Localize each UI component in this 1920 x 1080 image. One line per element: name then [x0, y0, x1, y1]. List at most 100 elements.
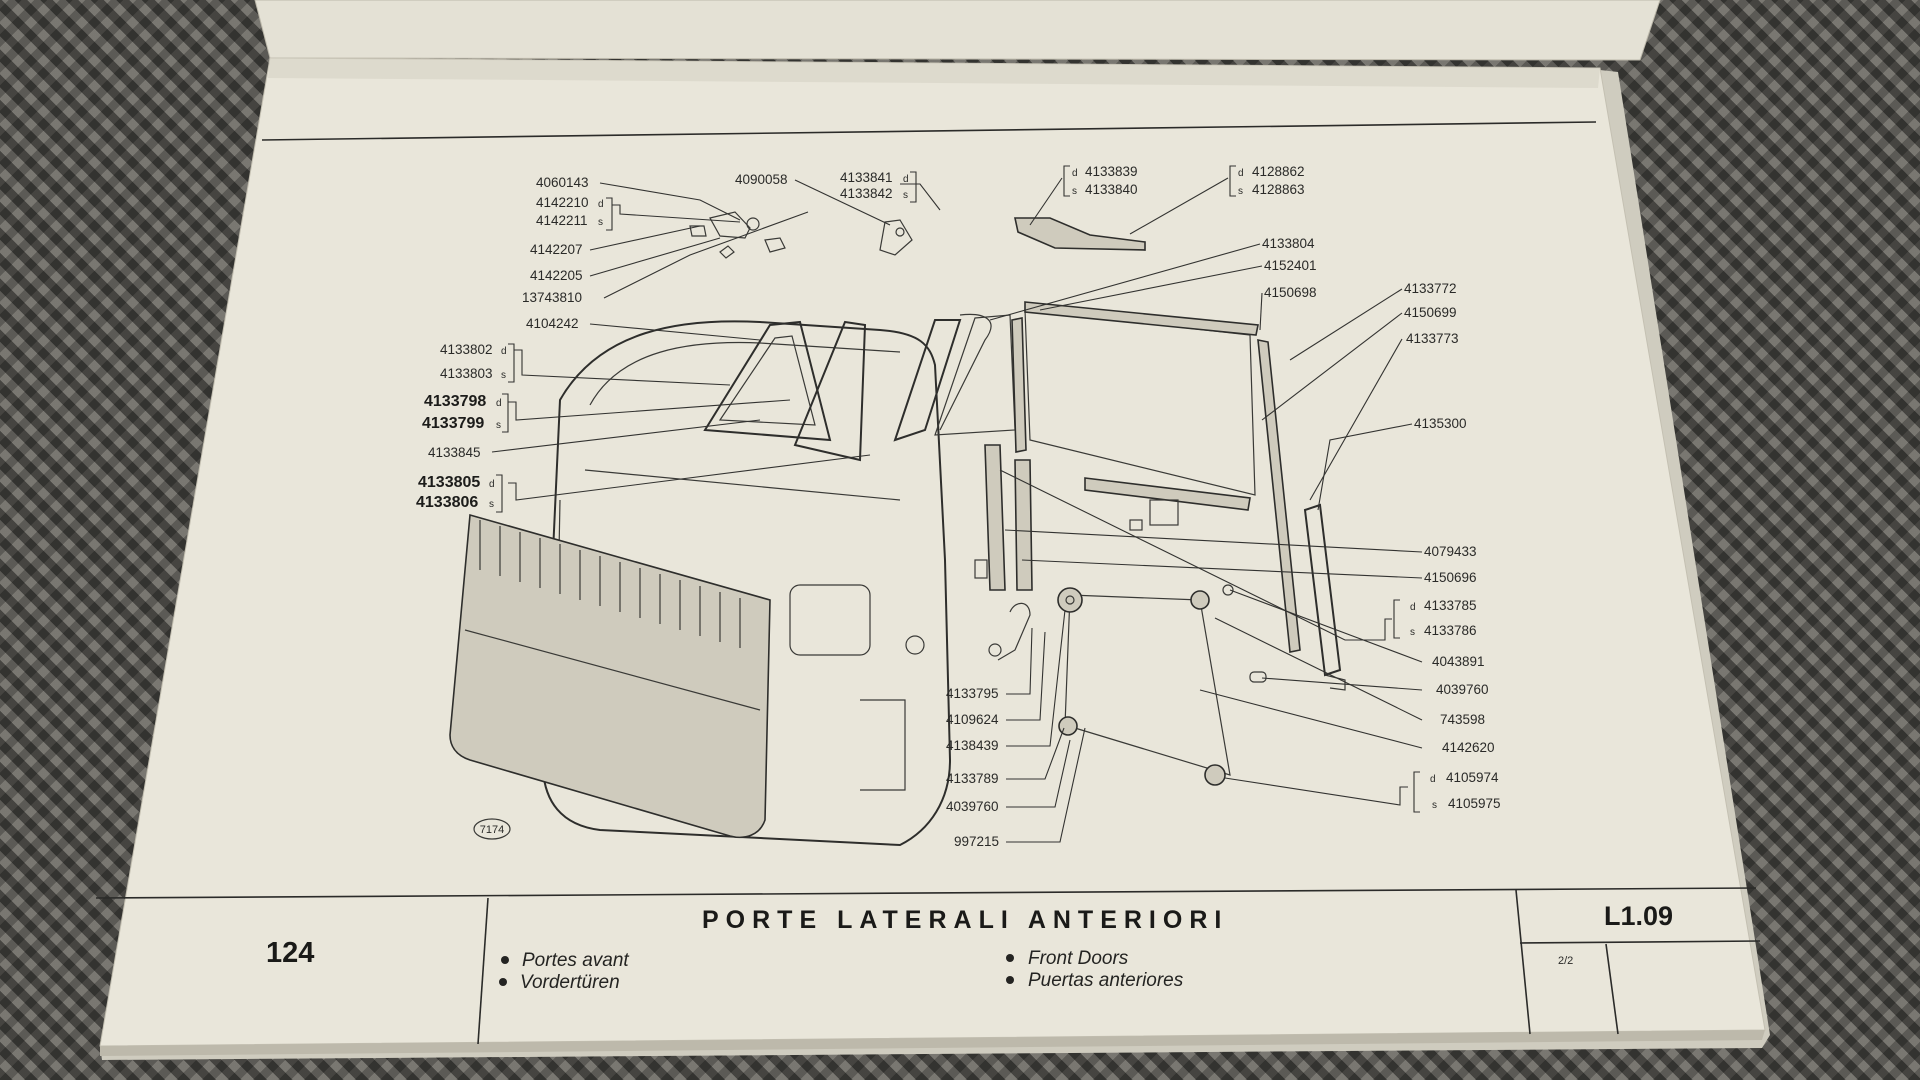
side-marker-s: s	[903, 190, 908, 201]
regulator-gear-hub	[1065, 595, 1075, 605]
door-inner-bracket	[860, 699, 906, 791]
callout-4142211: 4142211	[536, 213, 588, 228]
side-marker-s: s	[598, 217, 603, 228]
bullet-icon	[1006, 976, 1014, 984]
side-marker-d: d	[1238, 168, 1244, 179]
callout-4133845: 4133845	[428, 445, 481, 460]
trim-lower-groove	[464, 629, 761, 711]
side-marker-s: s	[1432, 800, 1437, 811]
callout-4079433: 4079433	[1424, 544, 1477, 559]
callout-4133772: 4133772	[1404, 281, 1457, 296]
callout-4133840: 4133840	[1085, 182, 1138, 197]
page-number: 124	[266, 937, 314, 969]
side-marker-d: d	[489, 479, 495, 490]
lower-channel-mid	[1014, 459, 1033, 591]
callout-4150699: 4150699	[1404, 305, 1457, 320]
callout-4133798: 4133798	[424, 393, 486, 410]
callout-4090058: 4090058	[735, 172, 788, 187]
door-lock-hole	[905, 635, 925, 655]
side-marker-d: d	[1072, 168, 1078, 179]
callout-4039760: 4039760	[1436, 682, 1489, 697]
spine-shadow	[268, 58, 1600, 88]
bracket	[606, 197, 613, 231]
callout-4135300: 4135300	[1414, 416, 1467, 431]
callout-4133786: 4133786	[1424, 623, 1477, 638]
lower-pulley-front	[1058, 716, 1078, 736]
callout-4128863: 4128863	[1252, 182, 1305, 197]
previous-page-edge	[254, 0, 1661, 61]
lower-channel-front	[984, 444, 1006, 591]
door-window-frame	[589, 341, 901, 406]
callout-4060143: 4060143	[536, 175, 589, 190]
hinge-assembly	[879, 219, 913, 256]
callout-4142620: 4142620	[1442, 740, 1495, 755]
side-marker-s: s	[501, 370, 506, 381]
callout-4138439: 4138439	[946, 738, 999, 753]
lower-channel-clip	[974, 559, 988, 579]
door-inner-opening	[789, 584, 871, 656]
front-channel	[893, 319, 962, 442]
bracket	[1413, 771, 1420, 813]
bullet-icon	[499, 978, 507, 986]
upper-pulley	[1190, 590, 1210, 610]
callout-4104242: 4104242	[526, 316, 579, 331]
callout-4133795: 4133795	[946, 686, 999, 701]
header-rule	[261, 121, 1597, 141]
callout-4133789: 4133789	[946, 771, 999, 786]
lock-clip	[719, 245, 735, 259]
lift-clip	[1129, 519, 1143, 531]
title-fr: Portes avant	[522, 950, 629, 971]
title-es: Puertas anteriores	[1028, 970, 1184, 991]
callout-4109624: 4109624	[946, 712, 999, 727]
title-en: Front Doors	[1028, 948, 1129, 969]
vent-rubber	[939, 313, 992, 431]
bracket	[910, 171, 917, 203]
callout-4142205: 4142205	[530, 268, 583, 283]
lock-rod	[764, 237, 786, 253]
winder-handle	[997, 602, 1031, 661]
callout-4105974: 4105974	[1446, 770, 1499, 785]
side-marker-d: d	[598, 199, 604, 210]
sheet-number: 2/2	[1558, 955, 1573, 967]
callout-997215: 997215	[954, 834, 999, 849]
callout-4133804: 4133804	[1262, 236, 1315, 251]
callout-4150696: 4150696	[1424, 570, 1477, 585]
fold-shadow	[100, 1030, 1765, 1056]
side-marker-d: d	[1410, 602, 1416, 613]
trim-ribs	[479, 520, 741, 648]
side-marker-s: s	[1238, 186, 1243, 197]
bullet-icon	[1006, 954, 1014, 962]
callout-labels: 4060143 4142210 d 4142211 s 4142207 4142…	[416, 164, 1501, 849]
rear-guide	[1303, 503, 1342, 677]
callout-4133805: 4133805	[418, 474, 480, 491]
side-marker-s: s	[489, 499, 494, 510]
callout-4133839: 4133839	[1085, 164, 1138, 179]
winder-knob	[988, 643, 1002, 657]
bracket	[508, 343, 515, 383]
bracket	[1063, 165, 1070, 197]
vent-glass-frame	[793, 320, 867, 462]
side-marker-s: s	[496, 420, 501, 431]
side-marker-d: d	[1430, 774, 1436, 785]
glass-front-run	[1011, 317, 1027, 453]
callout-4133806: 4133806	[416, 494, 478, 511]
side-marker-d: d	[496, 398, 502, 409]
callout-4142207: 4142207	[530, 242, 583, 257]
lift-bracket	[1149, 499, 1179, 526]
callout-4133841: 4133841	[840, 170, 893, 185]
outer-handle	[1014, 217, 1146, 251]
hinge-pin	[895, 227, 905, 237]
bullet-icon	[501, 956, 509, 964]
glass-top-seal	[1024, 301, 1259, 336]
regulator-screw	[1222, 584, 1234, 596]
regulator-gear	[1057, 587, 1083, 613]
bracket	[1393, 599, 1400, 639]
callout-4133803: 4133803	[440, 366, 493, 381]
title-block: 124 PORTE LATERALI ANTERIORI L1.09 2/2 P…	[95, 887, 1761, 1045]
leader-lines	[491, 177, 1423, 843]
callout-4039760: 4039760	[946, 799, 999, 814]
callout-4133842: 4133842	[840, 186, 893, 201]
glass-lift-channel	[1084, 477, 1251, 511]
section-title: PORTE LATERALI ANTERIORI	[702, 906, 1228, 934]
